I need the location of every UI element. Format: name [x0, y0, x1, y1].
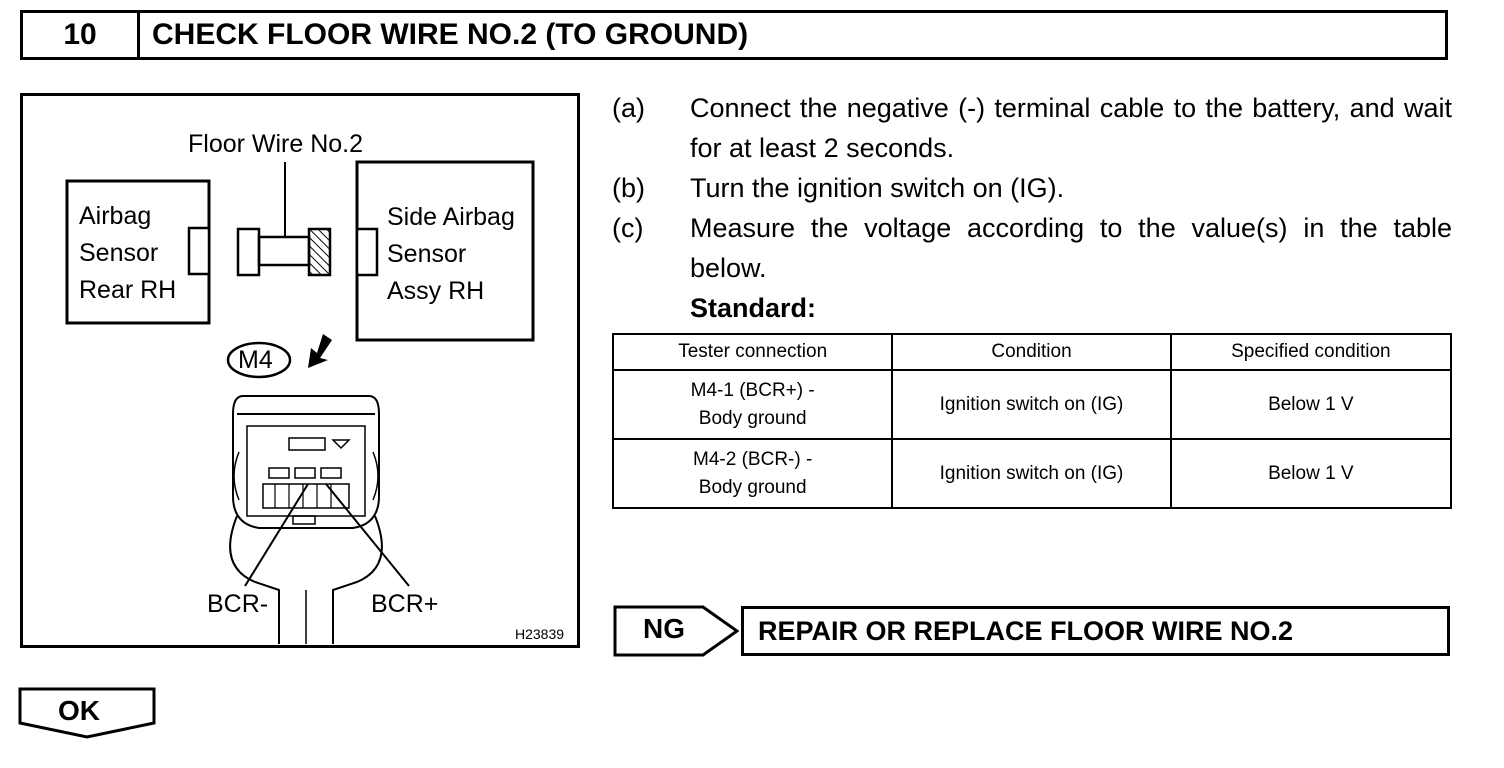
- step-text: Connect the negative (-) terminal cable …: [690, 93, 1452, 163]
- wiring-figure: Floor Wire No.2 Airbag Sensor Rear RH Si…: [20, 93, 580, 648]
- column-header: Condition: [891, 333, 1172, 371]
- ng-action-box: REPAIR OR REPLACE FLOOR WIRE NO.2: [741, 606, 1450, 656]
- specified-condition-cell: Below 1 V: [1169, 438, 1453, 509]
- floor-wire-label: Floor Wire No.2: [188, 130, 364, 158]
- ng-arrow-icon: [613, 605, 740, 657]
- airbag-sensor-connector: [187, 226, 211, 276]
- ok-label: OK: [58, 695, 100, 726]
- step-letter: (b): [612, 173, 645, 203]
- specified-condition-cell: Below 1 V: [1169, 369, 1453, 440]
- floor-wire-right-plug: [307, 227, 332, 277]
- pin-bcr-minus-label: BCR-: [207, 590, 269, 618]
- step-b: (b) Turn the ignition switch on (IG).: [612, 168, 1452, 208]
- step-letter: (a): [612, 93, 645, 123]
- procedure-steps: (a) Connect the negative (-) terminal ca…: [612, 88, 1452, 328]
- tester-connection-cell: M4-1 (BCR+) - Body ground: [611, 369, 894, 440]
- tester-connection-cell: M4-2 (BCR-) - Body ground: [611, 438, 894, 509]
- floor-wire-cable: [257, 235, 311, 267]
- specification-table: Tester connection Condition Specified co…: [611, 333, 1453, 509]
- arrow-icon: [308, 334, 332, 368]
- ok-arrow-icon: [18, 687, 156, 739]
- pin-bcr-plus-label: BCR+: [371, 590, 439, 618]
- step-text: Turn the ignition switch on (IG).: [690, 173, 1065, 203]
- side-airbag-sensor-label: Side Airbag Sensor Assy RH: [387, 203, 515, 305]
- ng-label: NG: [643, 613, 685, 644]
- condition-cell: Ignition switch on (IG): [891, 369, 1172, 440]
- step-header: 10 CHECK FLOOR WIRE NO.2 (TO GROUND): [20, 10, 1448, 60]
- side-airbag-sensor-connector: [355, 227, 379, 277]
- table-header-row: Tester connection Condition Specified co…: [611, 333, 1453, 371]
- airbag-sensor-label: Airbag Sensor Rear RH: [79, 202, 177, 304]
- step-text: Measure the voltage according to the val…: [690, 213, 1452, 283]
- ok-arrow-box: OK: [18, 687, 156, 739]
- connector-m4-label: M4: [238, 346, 273, 374]
- m4-label-ellipse: [226, 341, 292, 379]
- table-row: M4-1 (BCR+) - Body ground Ignition switc…: [611, 369, 1453, 440]
- step-c: (c) Measure the voltage according to the…: [612, 208, 1452, 288]
- column-header: Specified condition: [1169, 333, 1453, 371]
- pin-leaders: [244, 483, 410, 587]
- figure-code: H23839: [515, 626, 565, 642]
- wiring-diagram-drawing: [65, 160, 535, 644]
- step-letter: (c): [612, 213, 644, 243]
- column-header: Tester connection: [611, 333, 894, 371]
- table-row: M4-2 (BCR-) - Body ground Ignition switc…: [611, 438, 1453, 509]
- step-title: CHECK FLOOR WIRE NO.2 (TO GROUND): [152, 18, 749, 51]
- step-a: (a) Connect the negative (-) terminal ca…: [612, 88, 1452, 168]
- m4-connector-drawing: [229, 395, 383, 644]
- standard-label: Standard:: [690, 293, 817, 323]
- condition-cell: Ignition switch on (IG): [891, 438, 1172, 509]
- ng-arrow-box: NG: [613, 605, 740, 657]
- floor-wire-left-plug: [236, 227, 261, 277]
- step-number: 10: [23, 13, 140, 57]
